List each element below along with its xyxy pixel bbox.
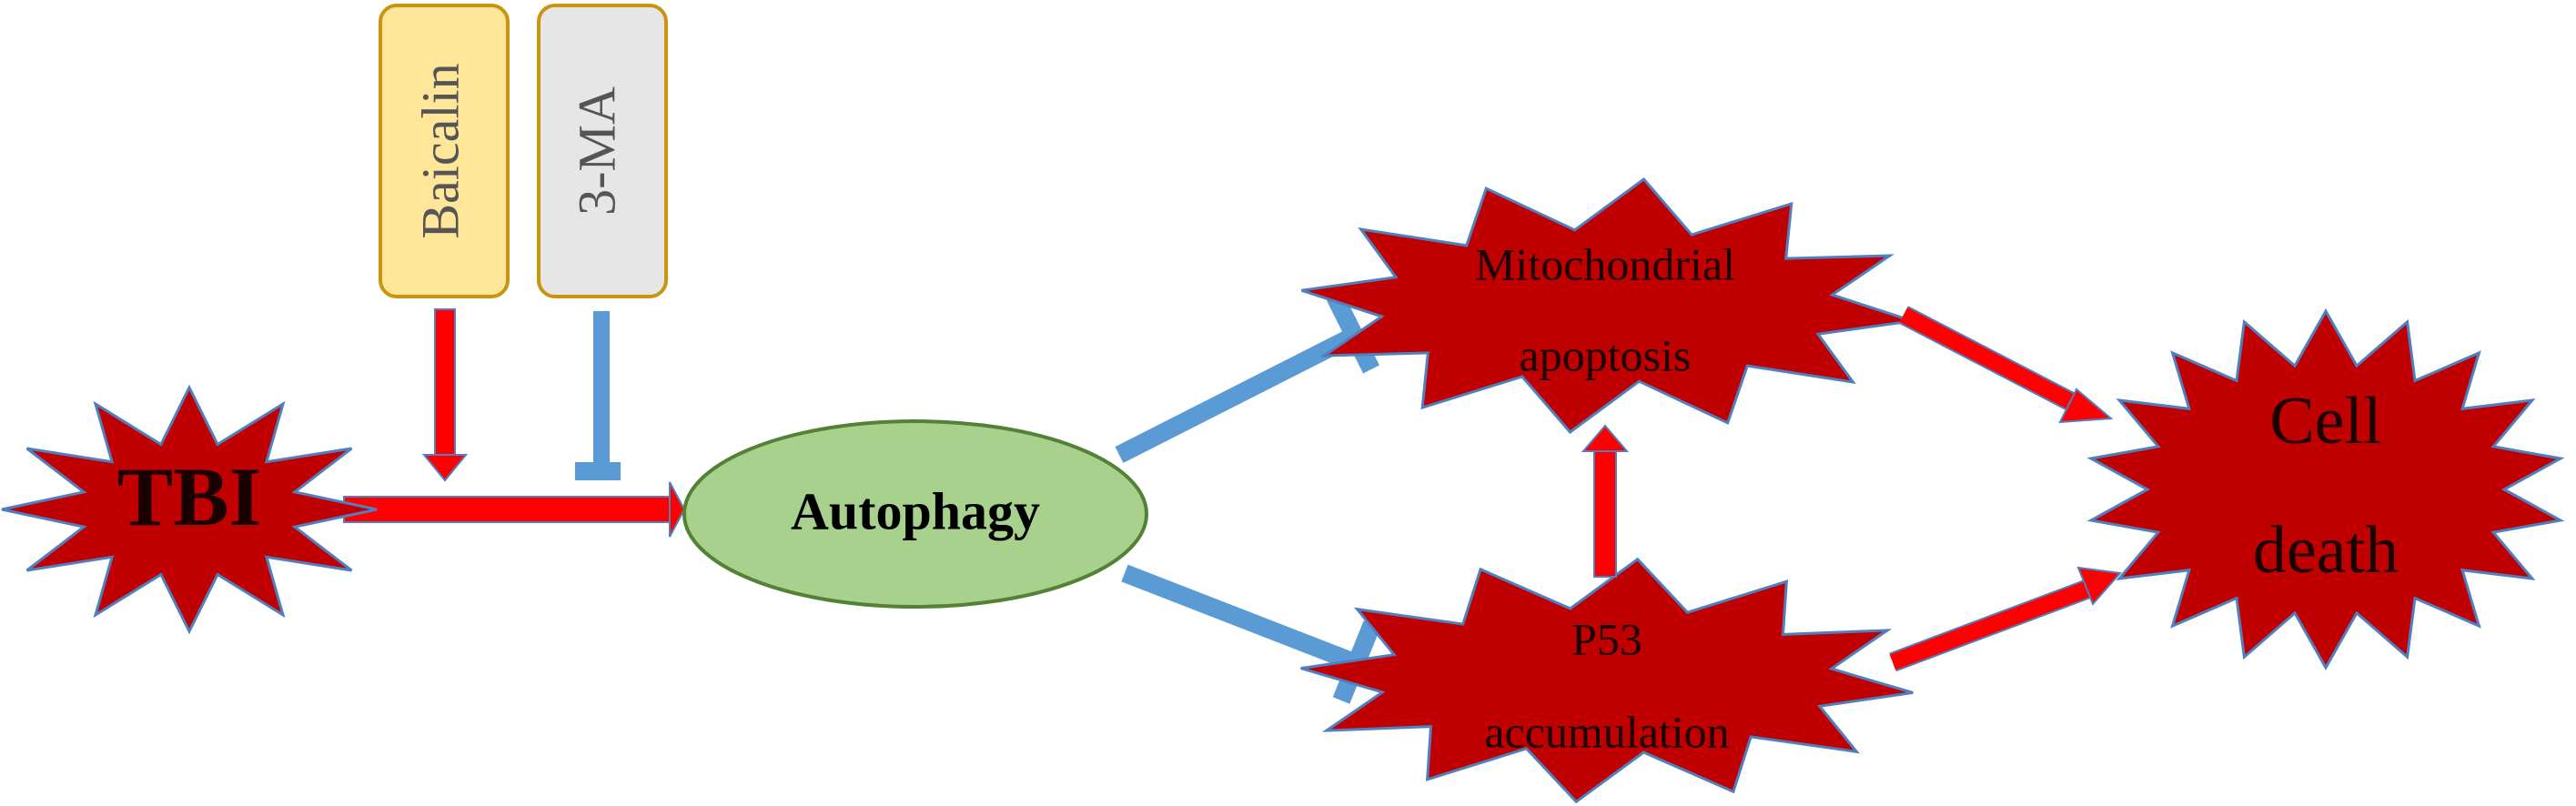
cell-death-burst: Cell death xyxy=(2086,307,2565,671)
autophagy-node: Autophagy xyxy=(682,419,1148,609)
p53-label-line1: P53 xyxy=(1571,613,1642,664)
mito-to-death-arrow xyxy=(1898,306,2114,424)
baicalin-box: Baicalin xyxy=(379,4,510,298)
mitochondrial-apoptosis-burst: Mitochondrial apoptosis xyxy=(1300,176,1914,435)
three-ma-inhibit xyxy=(575,311,621,480)
p53-label-line2: accumulation xyxy=(1484,706,1729,757)
mito-label-line2: apoptosis xyxy=(1520,329,1692,380)
mito-label-line1: Mitochondrial xyxy=(1475,238,1735,289)
p53-to-mito-arrow xyxy=(1581,424,1630,578)
death-label-line1: Cell xyxy=(2269,384,2381,458)
baicalin-label: Baicalin xyxy=(410,63,470,238)
autophagy-inhibits-mito xyxy=(1115,292,1379,463)
autophagy-label: Autophagy xyxy=(791,481,1040,540)
three-ma-label: 3-MA xyxy=(567,86,626,216)
three-ma-box: 3-MA xyxy=(537,4,668,298)
p53-to-death-arrow xyxy=(1889,566,2122,672)
death-label-line2: death xyxy=(2253,513,2399,588)
baicalin-arrow xyxy=(421,308,469,482)
tbi-to-autophagy-arrow xyxy=(343,481,686,538)
tbi-label: TBI xyxy=(117,450,262,543)
tbi-burst: TBI xyxy=(1,384,378,635)
p53-accumulation-burst: P53 accumulation xyxy=(1300,557,1914,804)
autophagy-inhibits-p53 xyxy=(1121,564,1381,704)
